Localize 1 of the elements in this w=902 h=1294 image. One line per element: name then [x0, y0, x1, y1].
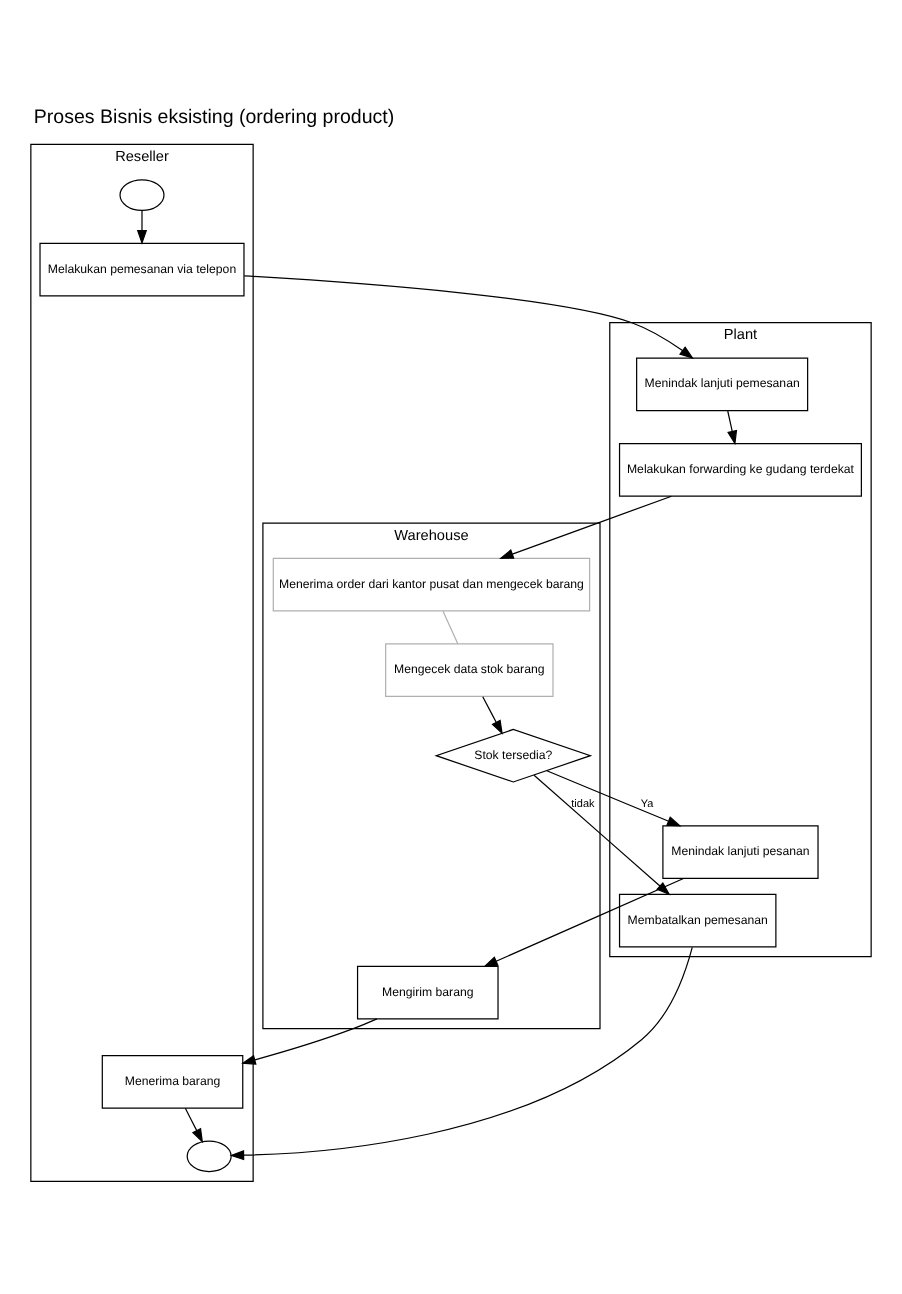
diagram-title: Proses Bisnis eksisting (ordering product) [33, 107, 395, 130]
